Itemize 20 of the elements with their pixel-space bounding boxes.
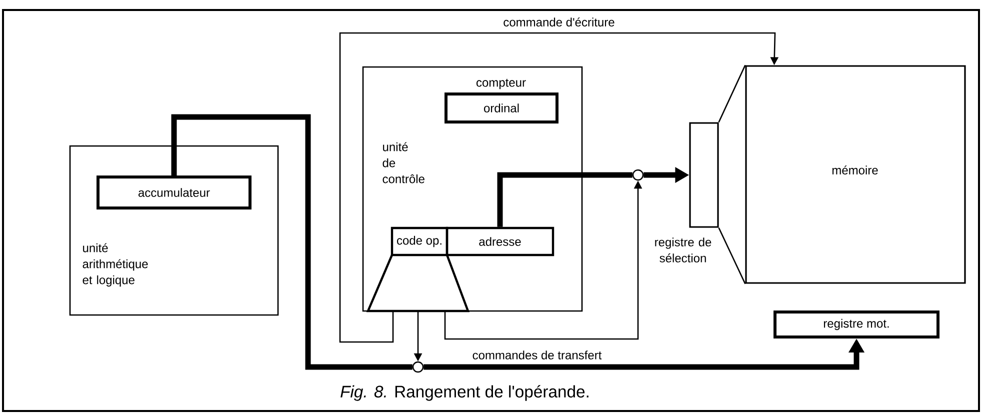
register-box: adresse: [446, 226, 554, 256]
arrow: [339, 32, 779, 343]
junction-circle: [412, 361, 424, 373]
decoder-trapezoid: [366, 254, 470, 312]
edge-label: commande d'écriture: [502, 16, 616, 28]
bus-line: [497, 172, 632, 227]
register-box: accumulateur: [96, 176, 252, 210]
bus-line: [171, 114, 412, 370]
memory-box: mémoire: [745, 65, 966, 284]
junction-circle: [632, 169, 644, 181]
register-label: registre de sélection: [655, 238, 712, 262]
register-box: code op.: [390, 226, 448, 256]
line-label: commandes de transfert: [470, 349, 604, 361]
caption: Fig. 8. Rangement de l'opérande.: [340, 385, 588, 401]
funnel-line: [718, 228, 746, 284]
node-label: compteur: [476, 78, 526, 90]
register-box: registre mot.: [774, 310, 940, 338]
register-box: [689, 122, 719, 228]
register-box: compteur ordinal: [444, 78, 558, 124]
funnel-line: [718, 64, 746, 122]
